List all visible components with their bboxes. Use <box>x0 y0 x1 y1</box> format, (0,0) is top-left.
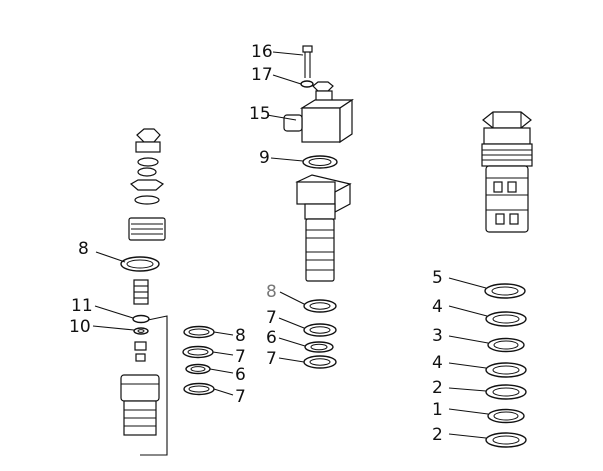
mid-callout-15: 15 <box>249 104 271 124</box>
left-callout-7-stack-b: 7 <box>235 387 246 407</box>
left-callout-8-top: 8 <box>78 239 89 259</box>
right-callout-3: 3 <box>432 326 443 346</box>
mid-callout-7-b: 7 <box>266 349 277 369</box>
left-callout-8-stack: 8 <box>235 326 246 346</box>
left-callout-7-stack-a: 7 <box>235 347 246 367</box>
right-callout-5: 5 <box>432 268 443 288</box>
right-callout-2-a: 2 <box>432 378 443 398</box>
right-callout-2-b: 2 <box>432 425 443 445</box>
mid-callout-7-a: 7 <box>266 308 277 328</box>
right-callout-4-a: 4 <box>432 297 443 317</box>
mid-callout-6: 6 <box>266 328 277 348</box>
mid-callout-8: 8 <box>266 282 277 302</box>
left-valve-assembly <box>92 128 234 456</box>
right-callout-1: 1 <box>432 400 443 420</box>
mid-callout-16: 16 <box>251 42 273 62</box>
right-callout-4-b: 4 <box>432 353 443 373</box>
left-callout-6-stack: 6 <box>235 365 246 385</box>
right-valve-assembly <box>448 111 533 448</box>
mid-callout-17: 17 <box>251 65 273 85</box>
mid-callout-9: 9 <box>259 148 270 168</box>
middle-valve-assembly <box>266 45 354 369</box>
left-callout-11: 11 <box>71 296 93 316</box>
left-callout-10: 10 <box>69 317 91 337</box>
